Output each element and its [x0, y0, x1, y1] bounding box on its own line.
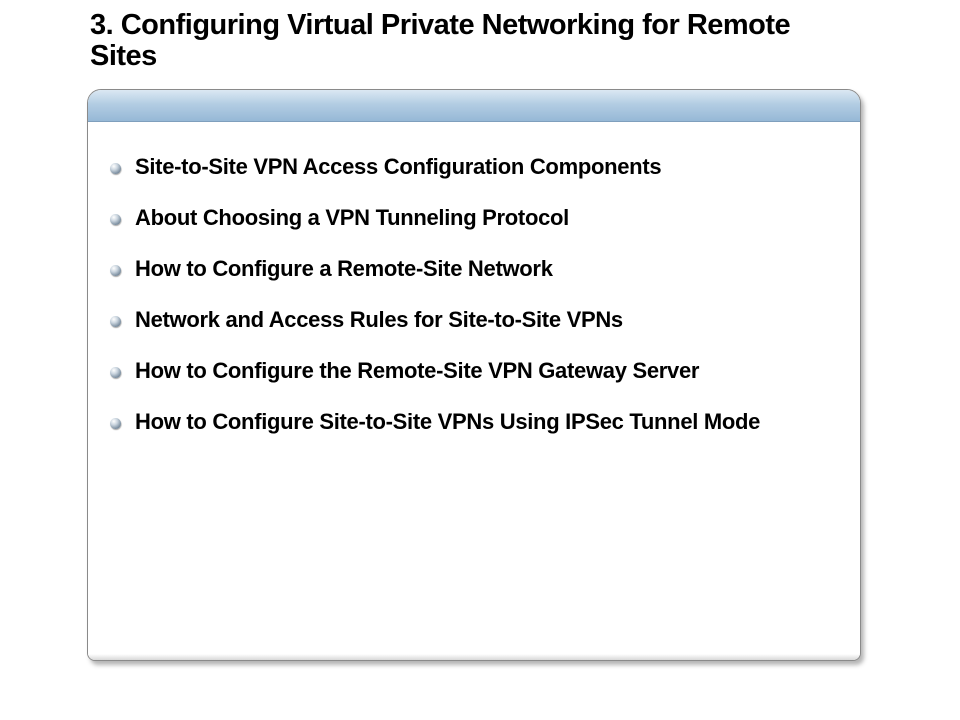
bullet-item: About Choosing a VPN Tunneling Protocol [110, 203, 840, 233]
bullet-sphere-icon [110, 265, 121, 276]
bullet-sphere-icon [110, 418, 121, 429]
bullet-item: How to Configure the Remote-Site VPN Gat… [110, 356, 840, 386]
bullet-item: Site-to-Site VPN Access Configuration Co… [110, 152, 840, 182]
slide-title: 3. Configuring Virtual Private Networkin… [90, 9, 791, 72]
bullet-text: How to Configure the Remote-Site VPN Gat… [135, 358, 700, 383]
bullet-list: Site-to-Site VPN Access Configuration Co… [110, 152, 840, 458]
bullet-text: Network and Access Rules for Site-to-Sit… [135, 307, 623, 332]
bullet-sphere-icon [110, 367, 121, 378]
bullet-text: About Choosing a VPN Tunneling Protocol [135, 205, 569, 230]
bullet-item: How to Configure a Remote-Site Network [110, 254, 840, 284]
content-panel [87, 89, 861, 661]
bullet-text: How to Configure Site-to-Site VPNs Using… [135, 409, 761, 434]
bullet-item: Network and Access Rules for Site-to-Sit… [110, 305, 840, 335]
panel-header-bar [88, 90, 860, 122]
bullet-sphere-icon [110, 316, 121, 327]
bullet-text: How to Configure a Remote-Site Network [135, 256, 553, 281]
panel-bottom-edge [88, 654, 860, 660]
bullet-sphere-icon [110, 163, 121, 174]
bullet-sphere-icon [110, 214, 121, 225]
bullet-text: Site-to-Site VPN Access Configuration Co… [135, 154, 662, 179]
bullet-item: How to Configure Site-to-Site VPNs Using… [110, 407, 840, 437]
